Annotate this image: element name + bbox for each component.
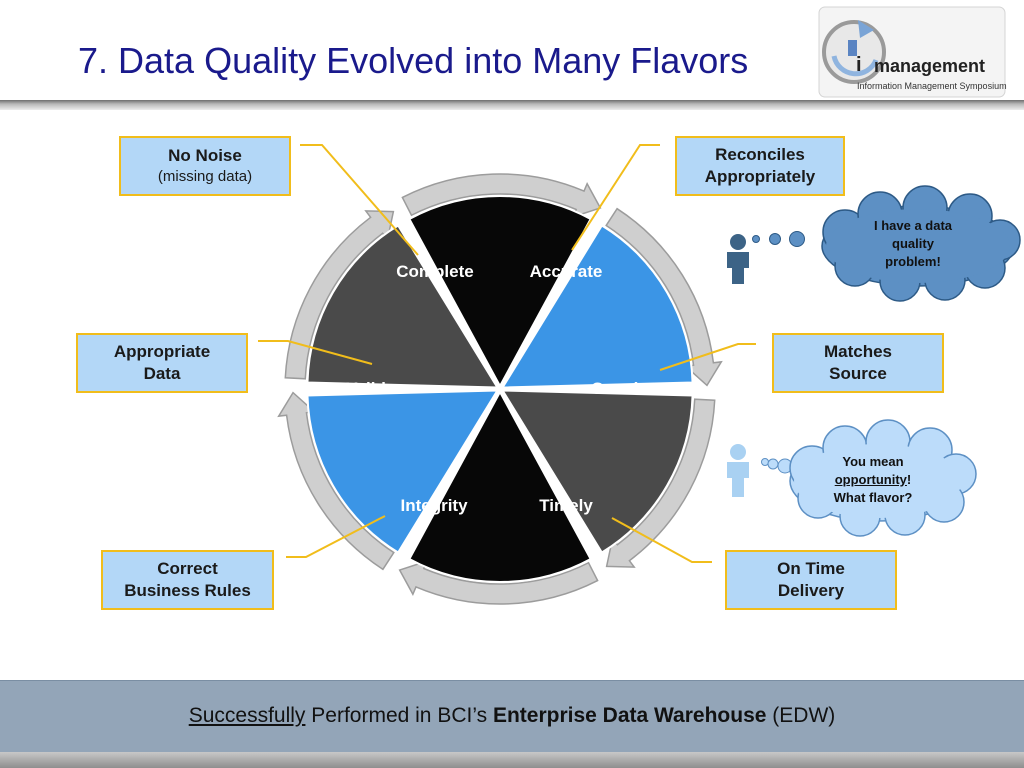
title-divider xyxy=(0,100,1024,110)
logo-tagline: Information Management Symposium xyxy=(857,81,1007,91)
matches-line2: Source xyxy=(829,364,887,383)
person-dark-icon xyxy=(727,234,749,284)
segment-label-integrity: Integrity xyxy=(400,496,468,515)
connector-no-noise xyxy=(300,144,419,256)
matches-source-box: Matches Source xyxy=(772,333,944,393)
bubble-problem-text: I have a data quality problem! xyxy=(874,217,952,271)
ring-arrow-accurate xyxy=(605,207,723,387)
matches-line1: Matches xyxy=(823,342,893,361)
reconciles-box: Reconciles Appropriately xyxy=(675,136,845,196)
segment-complete xyxy=(407,195,593,389)
ring-arrow-valid xyxy=(284,210,395,380)
bubble-problem-line1: I have a data xyxy=(873,218,953,233)
bubble-opportunity-line3: What flavor? xyxy=(833,490,913,505)
footer-middle: Performed in BCI’s xyxy=(305,704,493,727)
on-time-line2: Delivery xyxy=(777,581,845,600)
opportunity-suffix: ! xyxy=(906,472,912,487)
footer-bold: Enterprise Data Warehouse xyxy=(492,704,767,727)
on-time-delivery-box: On Time Delivery xyxy=(725,550,897,610)
person-light-icon xyxy=(727,444,749,497)
correct-business-rules-box: Correct Business Rules xyxy=(101,550,274,610)
connector-correct xyxy=(286,515,386,558)
appropriate-line1: Appropriate xyxy=(113,342,211,361)
appropriate-line2: Data xyxy=(143,364,181,383)
segment-accurate xyxy=(500,224,694,389)
footer-end: (EDW) xyxy=(766,704,836,727)
ring-arrow-integrity xyxy=(277,391,395,571)
bubble-opportunity-line1: You mean xyxy=(842,454,904,469)
thought-dot-small-2 xyxy=(761,458,769,466)
connector-lines xyxy=(258,144,756,563)
slide-title: 7. Data Quality Evolved into Many Flavor… xyxy=(78,40,749,81)
bubble-opportunity-text: You mean opportunity! What flavor? xyxy=(834,453,913,507)
segment-label-accurate: Accurate xyxy=(529,262,603,281)
logo-mark: i xyxy=(856,54,862,76)
cloud-light-icon xyxy=(789,419,977,537)
i-management-logo xyxy=(818,6,1006,98)
no-noise-box: No Noise (missing data) xyxy=(119,136,291,196)
connector-matches xyxy=(659,343,756,371)
ring-arrow-timely xyxy=(398,559,599,605)
segment-integrity xyxy=(306,389,500,554)
no-noise-subtitle: (missing data) xyxy=(157,168,253,185)
cloud-dark-icon xyxy=(821,185,1021,302)
opportunity-word: opportunity xyxy=(834,472,907,487)
footer-band xyxy=(0,680,1024,753)
segment-consistent xyxy=(500,389,694,554)
appropriate-data-box: Appropriate Data xyxy=(76,333,248,393)
bubble-problem-line2: quality xyxy=(892,236,934,251)
thought-dot-medium-2 xyxy=(767,458,779,470)
thought-dot-small xyxy=(752,235,760,243)
footer-statement: Successfully Performed in BCI’s Enterpri… xyxy=(0,704,1024,728)
ring-arrow-consistent xyxy=(605,398,716,568)
correct-line1: Correct xyxy=(157,559,218,578)
segment-valid xyxy=(306,224,500,389)
on-time-line1: On Time xyxy=(777,559,845,578)
connector-reconciles xyxy=(571,144,660,251)
correct-line2: Business Rules xyxy=(124,581,251,600)
bubble-problem-line3: problem! xyxy=(885,254,941,269)
footer-bottom-rule xyxy=(0,752,1024,768)
connector-on-time xyxy=(611,517,712,563)
footer-underlined: Successfully xyxy=(188,704,306,727)
segment-timely xyxy=(407,389,593,583)
thought-dot-medium xyxy=(769,233,781,245)
bubble-opportunity-line2: opportunity! xyxy=(834,471,913,489)
segment-label-consistent: Consistent xyxy=(591,379,679,398)
no-noise-title: No Noise xyxy=(168,146,242,165)
logo-name: management xyxy=(874,56,986,76)
thought-dot-large xyxy=(789,231,805,247)
segment-label-complete: Complete xyxy=(396,262,474,281)
segment-label-timely: Timely xyxy=(539,496,593,515)
segment-label-valid: Valid xyxy=(346,379,386,398)
reconciles-line1: Reconciles xyxy=(715,145,805,164)
connector-appropriate xyxy=(258,340,373,365)
reconciles-line2: Appropriately xyxy=(704,167,816,186)
